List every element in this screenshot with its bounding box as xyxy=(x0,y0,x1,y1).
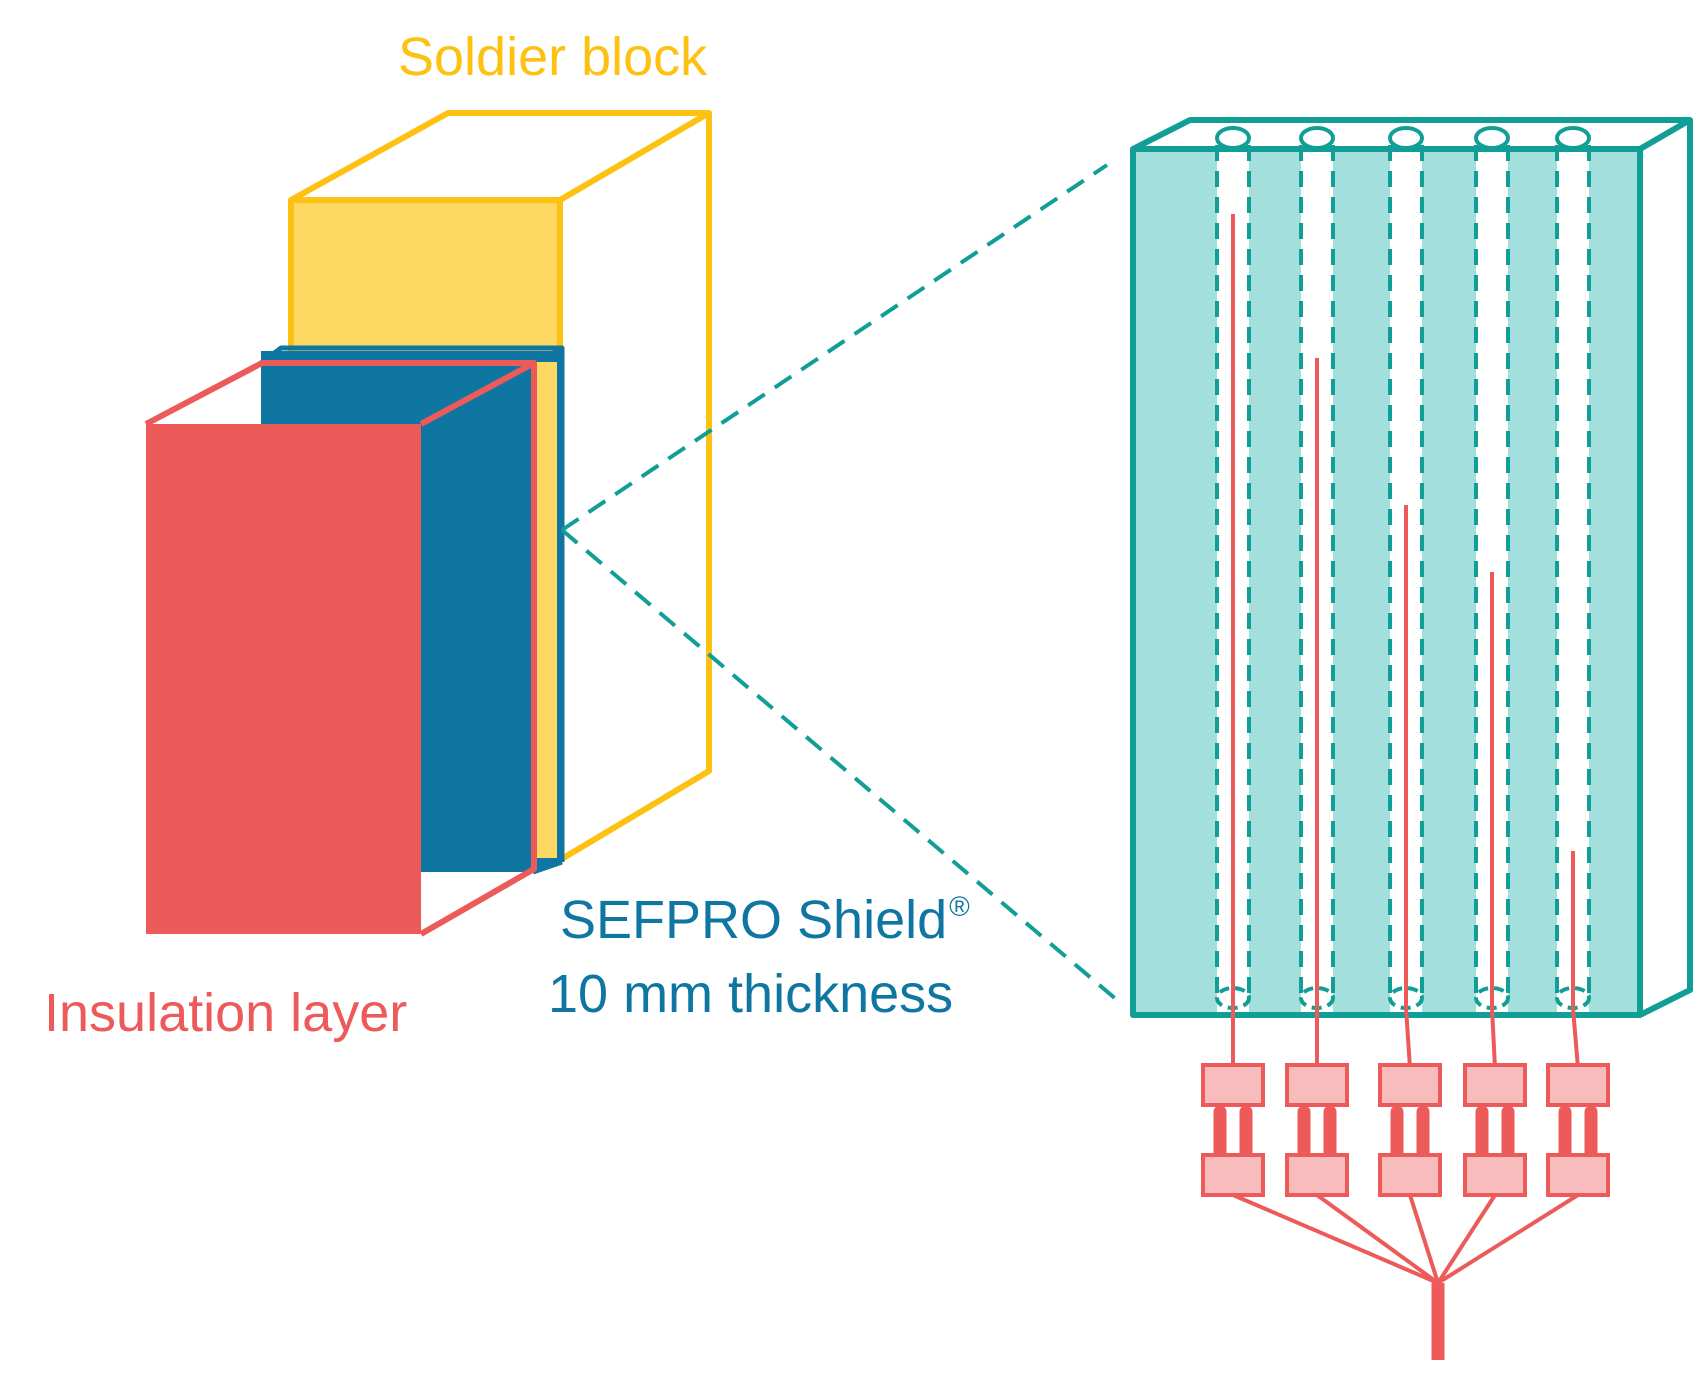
connector-lower xyxy=(1201,1153,1265,1197)
cable-to-hub xyxy=(1232,1193,1439,1285)
cable-to-hub xyxy=(1315,1193,1440,1285)
shield-panel-top-edge xyxy=(259,345,565,369)
shield-panel-yellow-gap xyxy=(535,362,557,858)
channel-top-opening xyxy=(1474,126,1510,150)
connector-lower xyxy=(1285,1153,1349,1197)
connector-upper xyxy=(1463,1063,1527,1107)
cable-to-hub xyxy=(1408,1194,1440,1284)
cable-to-hub xyxy=(1436,1193,1497,1285)
insulation-side-edge xyxy=(419,363,537,937)
channel-top-opening xyxy=(1215,126,1251,150)
thermocouple-4 xyxy=(1436,572,1527,1285)
zoomed-panel-front-outline xyxy=(1130,146,1643,1018)
connector-upper xyxy=(1201,1063,1265,1107)
connector-lower xyxy=(1378,1153,1442,1197)
channel-top-opening xyxy=(1299,126,1335,150)
zoomed-panel-side-edge xyxy=(1638,120,1693,1018)
shield-name-label: SEFPRO Shield® xyxy=(560,890,970,950)
thermocouple-2 xyxy=(1285,358,1440,1285)
shield-name-text: SEFPRO Shield xyxy=(560,890,948,950)
thermocouple-wire-lead xyxy=(1404,1007,1412,1069)
thermocouple-wire-lead xyxy=(1490,1007,1497,1069)
insulation-layer xyxy=(144,360,537,937)
zoomed-panel xyxy=(1130,117,1693,1018)
connector-lower xyxy=(1546,1153,1610,1197)
thermocouples xyxy=(1201,214,1610,1360)
soldier-block-label: Soldier block xyxy=(398,27,708,87)
channel-top-opening xyxy=(1555,126,1591,150)
thermocouple-3 xyxy=(1378,505,1442,1284)
soldier-block-top-edge xyxy=(289,110,712,203)
connector-upper xyxy=(1285,1063,1349,1107)
connector-lower xyxy=(1463,1153,1527,1197)
zoomed-panel-top-edge xyxy=(1131,117,1693,152)
zoom-line-top xyxy=(560,163,1109,532)
zoom-line-bottom xyxy=(560,528,1119,1002)
zoom-lines xyxy=(560,163,1119,1002)
thermocouple-1 xyxy=(1201,214,1439,1285)
thermocouple-5 xyxy=(1436,851,1610,1285)
thermocouple-wire-lead xyxy=(1571,1007,1580,1069)
channel-top-opening xyxy=(1388,126,1424,150)
connector-upper xyxy=(1546,1063,1610,1107)
cable-to-hub xyxy=(1436,1193,1580,1285)
insulation-top-edge xyxy=(144,360,537,427)
insulation-layer-label: Insulation layer xyxy=(44,983,408,1043)
shield-panel-bottom-edge xyxy=(532,859,563,875)
registered-mark: ® xyxy=(949,891,970,922)
soldier-block-side-edge xyxy=(558,113,712,863)
shield-thickness-label: 10 mm thickness xyxy=(548,964,954,1024)
insulation-front-face xyxy=(146,424,421,934)
connector-upper xyxy=(1378,1063,1442,1107)
channel-5 xyxy=(1555,126,1591,1015)
